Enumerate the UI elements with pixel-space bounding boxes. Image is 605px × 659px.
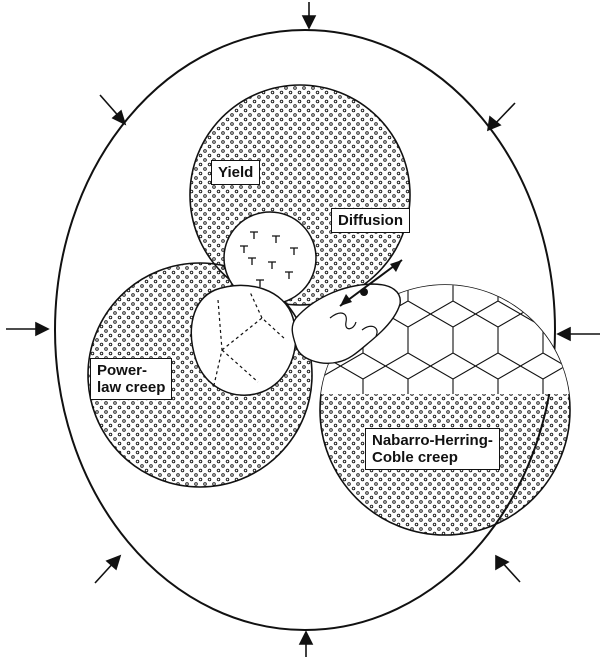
cell-structure-zone (191, 285, 295, 395)
nh-label-line1: Nabarro-Herring- (372, 432, 493, 449)
nh-label-line2: Coble creep (372, 449, 493, 466)
arrow-bottom-right (496, 556, 520, 582)
nabarro-herring-coble-label: Nabarro-Herring- Coble creep (365, 428, 500, 470)
diffusion-label-text: Diffusion (338, 212, 403, 229)
arrow-bottom (300, 632, 312, 657)
yield-label: Yield (211, 160, 260, 185)
arrow-top (303, 2, 315, 28)
arrow-left (6, 323, 48, 335)
power-law-creep-label: Power- law creep (90, 358, 172, 400)
yield-label-text: Yield (218, 164, 253, 181)
diffusion-label: Diffusion (331, 208, 410, 233)
power-law-label-line1: Power- (97, 362, 165, 379)
arrow-bottom-left (95, 556, 120, 583)
arrow-top-left (100, 95, 125, 124)
power-law-label-line2: law creep (97, 379, 165, 396)
arrow-right (558, 328, 600, 340)
diffusion-arrow-head-up (390, 260, 402, 272)
arrow-top-right (488, 103, 515, 130)
